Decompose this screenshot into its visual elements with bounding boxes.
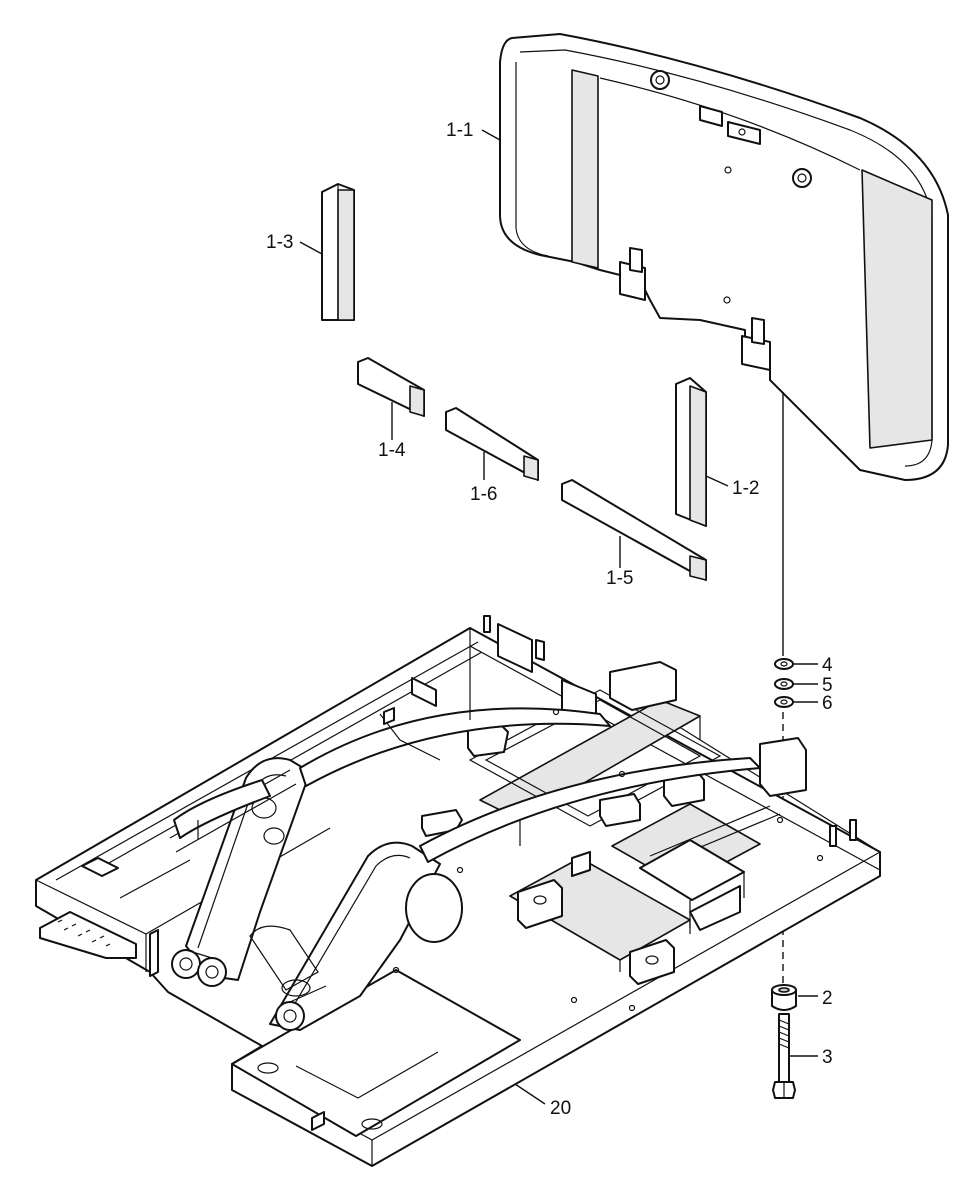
spacer-block-1-6 <box>445 407 539 481</box>
label-1-1: 1-1 <box>446 120 473 141</box>
foot-step <box>39 911 137 959</box>
label-5: 5 <box>822 675 833 696</box>
label-1-5: 1-5 <box>606 568 633 589</box>
label-1-2: 1-2 <box>732 478 759 499</box>
label-6: 6 <box>822 693 833 714</box>
label-2: 2 <box>822 988 833 1009</box>
counterweight-1-1 <box>499 33 949 481</box>
bolt-3 <box>772 1013 796 1099</box>
label-1-3: 1-3 <box>266 232 293 253</box>
upper-frame-20 <box>35 615 881 1167</box>
washer-5 <box>774 678 794 690</box>
washer-6 <box>774 696 794 708</box>
spacer-block-1-4 <box>357 357 425 417</box>
label-4: 4 <box>822 655 833 676</box>
leader-lines <box>299 129 818 1105</box>
spacer-block-1-2 <box>675 377 707 527</box>
label-20: 20 <box>550 1098 571 1119</box>
spacer-block-1-3 <box>321 183 355 321</box>
washer-4 <box>774 658 794 670</box>
bushing-2 <box>771 984 797 1011</box>
label-1-4: 1-4 <box>378 440 406 461</box>
label-1-6: 1-6 <box>470 484 497 505</box>
label-3: 3 <box>822 1047 833 1068</box>
spacer-block-1-5 <box>561 479 707 581</box>
